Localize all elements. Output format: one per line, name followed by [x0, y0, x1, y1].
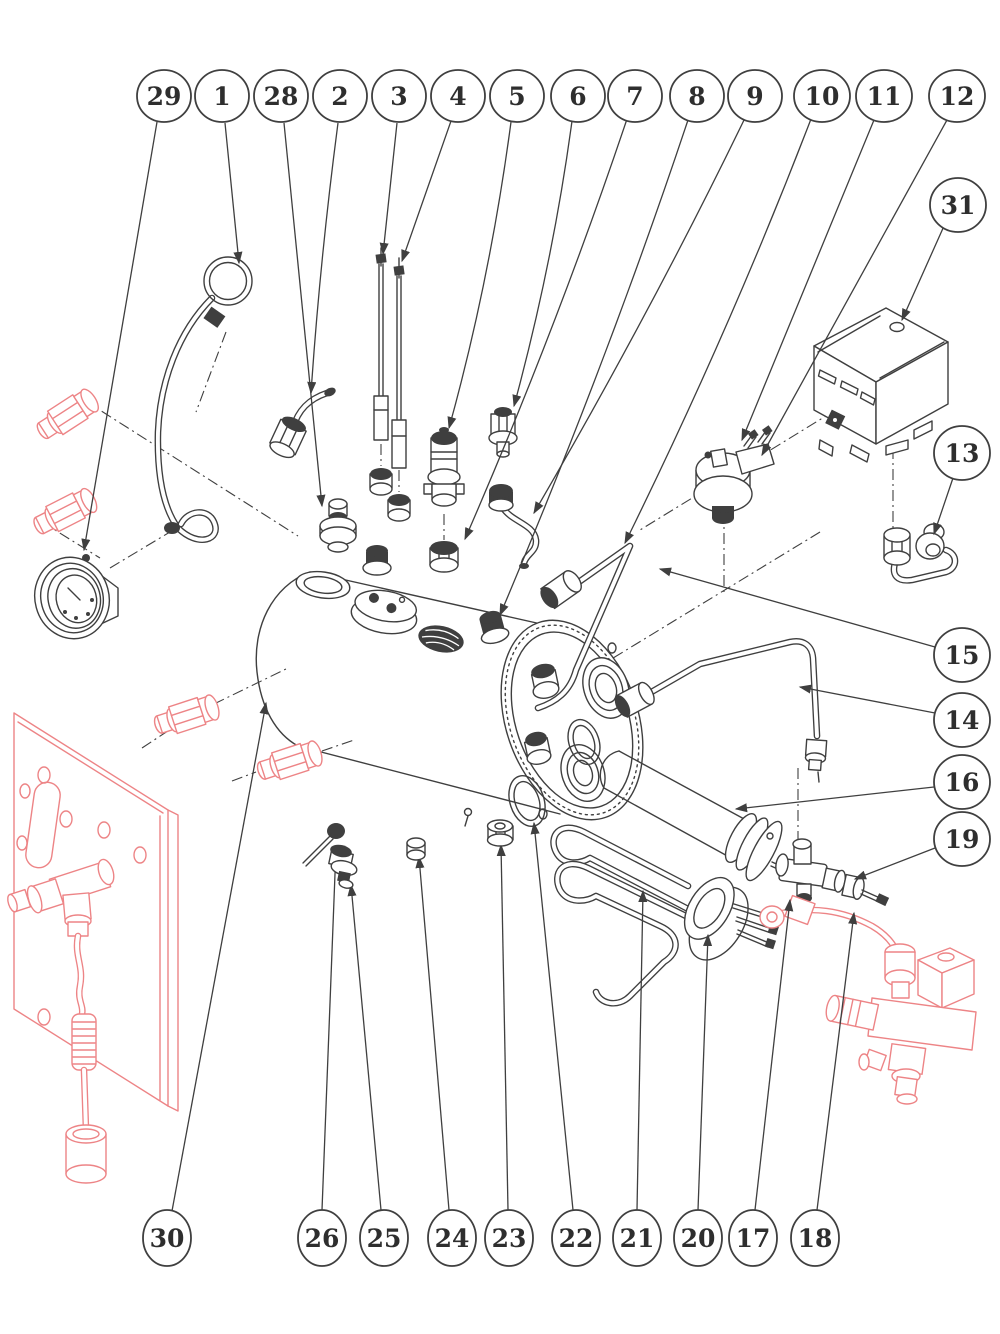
callout-14-label: 14: [945, 706, 980, 735]
callout-29: 29: [136, 69, 192, 123]
anti-vacuum-stud: [328, 844, 358, 889]
callout-9-label: 9: [746, 82, 763, 111]
callout-24: 24: [427, 1209, 477, 1267]
hex-nut-23: [486, 819, 514, 847]
callout-9: 9: [727, 69, 783, 123]
callout-6: 6: [550, 69, 606, 123]
callout-30: 30: [142, 1209, 192, 1267]
callout-7-label: 7: [626, 82, 643, 111]
callout-16: 16: [933, 754, 991, 810]
callout-7: 7: [607, 69, 663, 123]
callout-16-label: 16: [945, 768, 980, 797]
callout-13-label: 13: [945, 439, 980, 468]
callout-31-label: 31: [941, 191, 976, 220]
heater-sheath: [599, 750, 793, 882]
drain-hose-assembly: [7, 858, 115, 1184]
boiler-heater-port: [418, 625, 464, 653]
hex-fitting-7: [429, 541, 459, 573]
callout-11: 11: [855, 69, 913, 123]
bent-pipe-14: [614, 638, 828, 783]
s-tube-9: [488, 484, 540, 569]
callouts: 29 1 28 2 3 4 5 6 7 8 9 10 11 12 31 13 1…: [136, 69, 991, 1267]
boiler-port-lower: [560, 744, 606, 802]
callout-22-label: 22: [559, 1224, 594, 1253]
callout-10-label: 10: [805, 82, 840, 111]
callout-23: 23: [484, 1209, 534, 1267]
callout-11-label: 11: [867, 82, 902, 111]
callout-1: 1: [194, 69, 250, 123]
callout-18-label: 18: [798, 1224, 833, 1253]
elbow-fitting-2: [269, 387, 336, 459]
callout-13: 13: [933, 425, 991, 481]
o-ring-large: [567, 718, 601, 766]
fitting-28: [319, 498, 357, 553]
small-hardware: [302, 819, 514, 889]
callout-14: 14: [933, 692, 991, 748]
callout-15-label: 15: [945, 641, 980, 670]
callout-30-label: 30: [150, 1224, 185, 1253]
callout-8: 8: [669, 69, 725, 123]
boiler-shell: [255, 545, 644, 827]
solenoid-valve-assembly: [759, 894, 977, 1105]
siphon-tube: [154, 256, 253, 543]
hex-plug-6: [488, 407, 518, 458]
callout-2: 2: [312, 69, 368, 123]
boiler-top-stud: [362, 545, 392, 576]
callout-29-label: 29: [147, 82, 182, 111]
callout-21: 21: [612, 1209, 662, 1267]
callout-28: 28: [253, 69, 309, 123]
callout-21-label: 21: [620, 1224, 655, 1253]
callout-19-label: 19: [945, 825, 980, 854]
callout-5-label: 5: [508, 82, 525, 111]
callout-2-label: 2: [331, 82, 348, 111]
callout-20: 20: [673, 1209, 723, 1267]
callout-18: 18: [790, 1209, 840, 1267]
callout-3: 3: [371, 69, 427, 123]
callout-23-label: 23: [492, 1224, 527, 1253]
callout-24-label: 24: [435, 1224, 470, 1253]
centerlines: [41, 331, 894, 850]
callout-6-label: 6: [569, 82, 586, 111]
overflow-pipe: [534, 542, 634, 712]
loop-fitting-13: [883, 523, 959, 584]
pressure-switch: [693, 425, 775, 524]
callout-3-label: 3: [390, 82, 407, 111]
callout-15: 15: [933, 627, 991, 683]
boiler-elbow-fitting: [479, 610, 510, 645]
callout-10: 10: [793, 69, 851, 123]
callout-12-label: 12: [940, 82, 975, 111]
callout-20-label: 20: [681, 1224, 716, 1253]
callout-17: 17: [728, 1209, 778, 1267]
level-probes: [369, 247, 411, 522]
callout-25: 25: [359, 1209, 409, 1267]
callout-1-label: 1: [213, 82, 230, 111]
callout-26-label: 26: [305, 1224, 340, 1253]
callout-5: 5: [489, 69, 545, 123]
callout-19: 19: [933, 811, 991, 867]
boiler-top-ring: [295, 570, 351, 600]
callout-31: 31: [929, 177, 987, 233]
callout-12: 12: [928, 69, 986, 123]
callout-22: 22: [551, 1209, 601, 1267]
callout-28-label: 28: [264, 82, 299, 111]
callout-4: 4: [430, 69, 486, 123]
boiler-top-platform: [350, 589, 418, 635]
cap-nut-24: [406, 837, 426, 861]
control-box: [813, 307, 949, 463]
callout-8-label: 8: [688, 82, 705, 111]
leader-lines: [81, 117, 954, 1212]
mounting-plate: [13, 712, 179, 1112]
pressure-gauge: [34, 554, 119, 640]
flange-studs: [523, 663, 560, 765]
callout-17-label: 17: [736, 1224, 771, 1253]
tee-fitting-assembly: [775, 838, 890, 907]
callout-26: 26: [297, 1209, 347, 1267]
callout-25-label: 25: [367, 1224, 402, 1253]
safety-valve: [423, 427, 465, 507]
callout-4-label: 4: [449, 82, 466, 111]
